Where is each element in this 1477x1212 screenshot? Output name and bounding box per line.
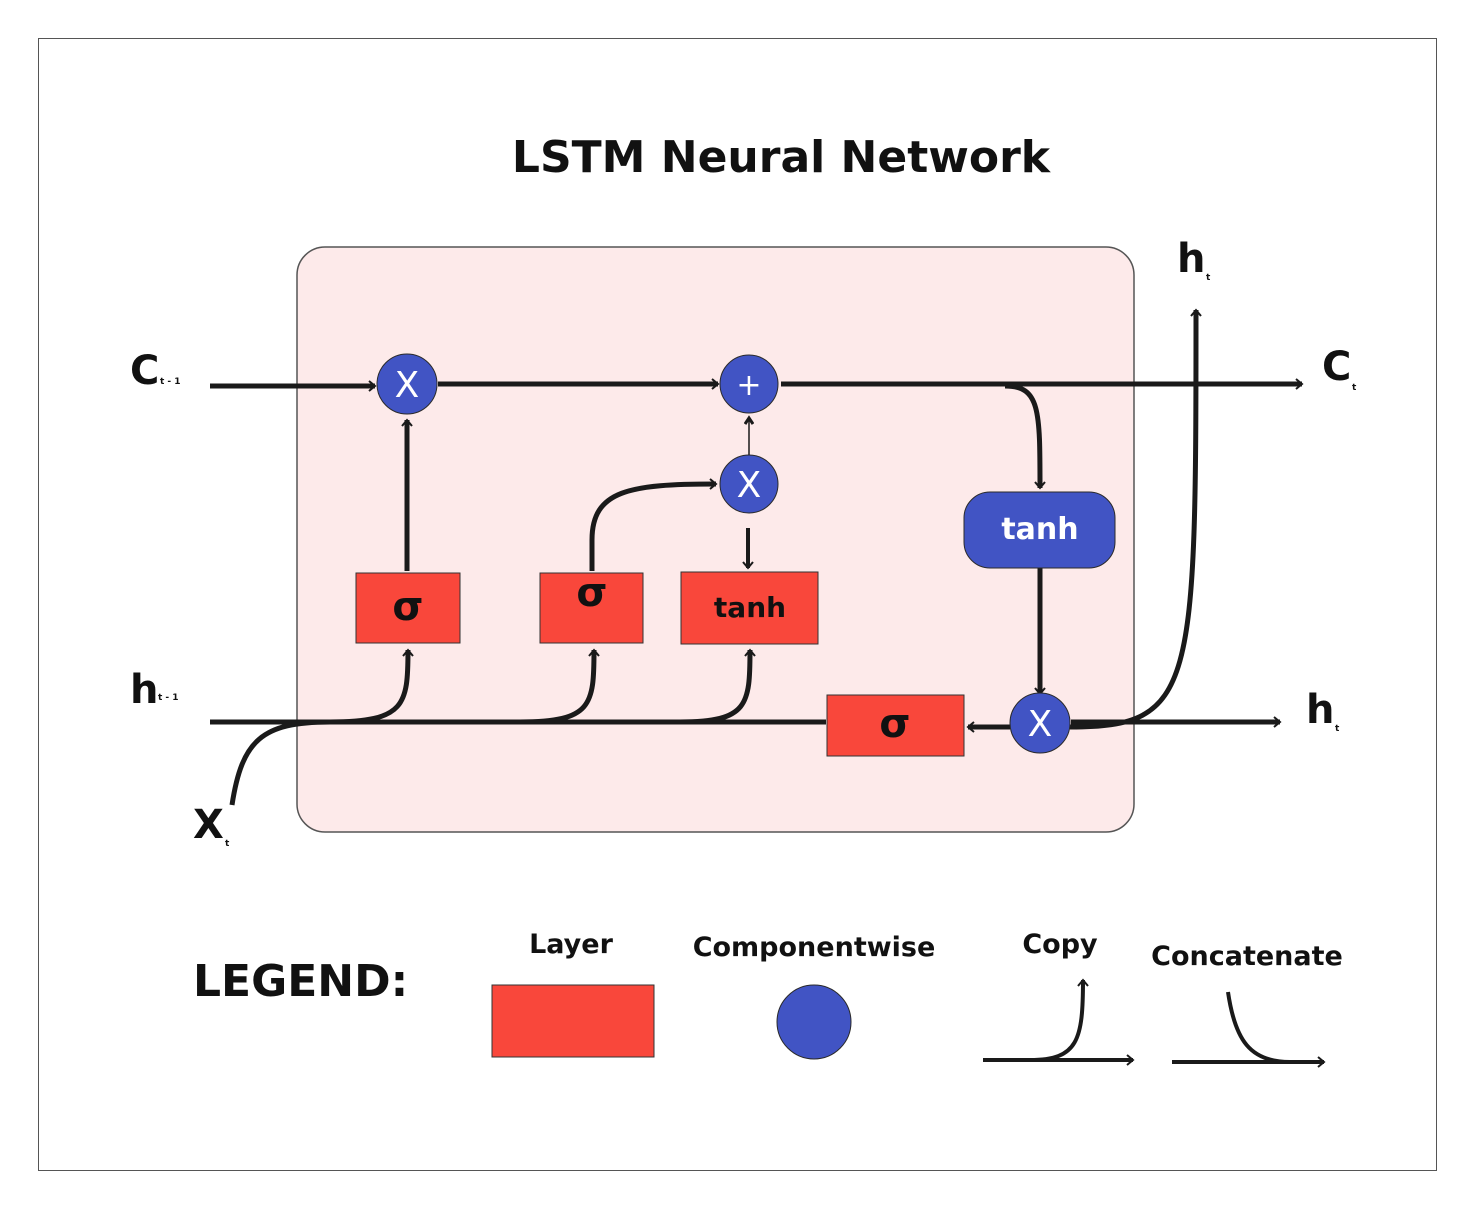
svg-text:C: C: [1322, 344, 1351, 390]
lstm-cell-box: [296, 246, 1135, 833]
label-x-in: X t: [193, 802, 230, 849]
input-multiply-symbol: X: [737, 465, 762, 506]
input-x-curve: [229, 719, 331, 806]
output-gate-label: σ: [879, 701, 910, 747]
legend-layer-label: Layer: [529, 929, 614, 960]
candidate-label: tanh: [714, 591, 786, 624]
output-tanh-node: tanh: [963, 491, 1116, 569]
svg-text:t - 1: t - 1: [160, 377, 181, 387]
svg-text:h: h: [130, 667, 158, 713]
cell-state-line: [210, 378, 1304, 490]
gate-branches: [329, 418, 756, 725]
input-gate-layer: σ: [539, 570, 644, 644]
legend-concatenate-branch: [1226, 991, 1291, 1064]
output-multiply-node: X: [1009, 692, 1071, 754]
svg-text:t: t: [225, 839, 230, 849]
input-multiply-node: X: [719, 454, 779, 514]
output-tanh-label: tanh: [1001, 512, 1078, 547]
legend-componentwise-swatch: [776, 984, 852, 1060]
input-gate-label: σ: [576, 570, 607, 616]
candidate-layer: tanh: [680, 571, 819, 645]
page-title: LSTM Neural Network: [512, 132, 1052, 183]
svg-text:h: h: [1177, 236, 1205, 282]
legend-copy-branch: [1029, 978, 1089, 1062]
svg-text:t: t: [1206, 273, 1211, 283]
label-h-out-top: h t: [1177, 236, 1211, 283]
label-c-out: C t: [1322, 344, 1357, 393]
legend-layer-swatch: [491, 984, 655, 1058]
legend: LEGEND: Layer Componentwise Copy Concate…: [193, 929, 1343, 1068]
label-h-prev: h t - 1: [130, 667, 179, 713]
diagram-frame: [38, 38, 1437, 1171]
svg-text:t - 1: t - 1: [158, 693, 179, 703]
label-h-out-right: h t: [1306, 687, 1340, 734]
forget-multiply-node: X: [376, 353, 438, 415]
output-multiply-symbol: X: [1028, 704, 1053, 745]
legend-componentwise-label: Componentwise: [693, 932, 936, 963]
forget-gate-layer: σ: [355, 572, 461, 644]
output-gate-layer: σ: [826, 694, 965, 757]
cell-add-symbol: +: [736, 368, 761, 403]
forget-gate-label: σ: [392, 584, 423, 630]
svg-text:X: X: [193, 802, 224, 848]
svg-text:t: t: [1352, 383, 1357, 393]
forget-multiply-symbol: X: [395, 365, 420, 406]
label-c-prev: C t - 1: [130, 348, 181, 394]
svg-text:C: C: [130, 348, 159, 394]
legend-title: LEGEND:: [193, 956, 408, 1007]
cell-add-node: +: [719, 354, 779, 414]
legend-concatenate-label: Concatenate: [1151, 941, 1343, 972]
svg-text:h: h: [1306, 687, 1334, 733]
legend-copy-label: Copy: [1022, 929, 1098, 960]
svg-text:t: t: [1335, 724, 1340, 734]
